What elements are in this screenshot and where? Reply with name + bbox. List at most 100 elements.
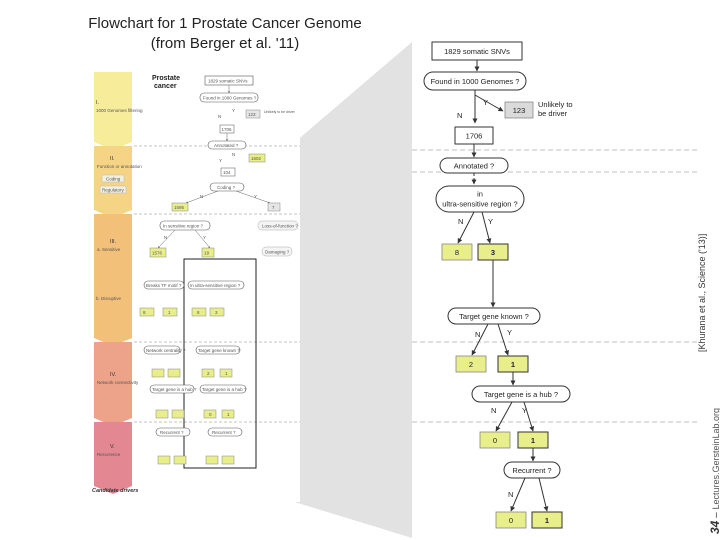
target-hub-node bbox=[471, 385, 571, 403]
large-flowchart: 1829 somatic SNVs Found in 1000 Genomes … bbox=[412, 40, 700, 538]
stage-2-sub: Function or annotation bbox=[97, 164, 142, 169]
small-found: Found in 1000 Genomes ? bbox=[203, 96, 257, 101]
stage-1-label: I. bbox=[96, 100, 100, 106]
small-c19: 19 bbox=[204, 251, 210, 256]
slide-title: Flowchart for 1 Prostate Cancer Genome (… bbox=[60, 14, 390, 54]
recurrent-text: Recurrent ? bbox=[512, 466, 551, 475]
footer-separator: – bbox=[711, 510, 720, 521]
count-0b-box bbox=[495, 511, 527, 529]
slide-title-line1: Flowchart for 1 Prostate Cancer Genome bbox=[88, 15, 362, 32]
annotated-text: Annotated ? bbox=[454, 162, 494, 171]
unlikely-line1: Unlikely to bbox=[538, 100, 573, 109]
prostate-label-1: Prostate bbox=[152, 75, 180, 82]
small-n3: N bbox=[200, 194, 203, 199]
page-footer: 34 – Lectures.GersteinLab.org bbox=[708, 408, 720, 534]
small-c104: 104 bbox=[223, 170, 231, 175]
stage-4-sub: Network connectivity bbox=[97, 380, 139, 385]
count-1c-box bbox=[531, 511, 563, 529]
ultra-text-1: in bbox=[477, 190, 483, 199]
count-0a-box bbox=[479, 431, 511, 449]
small-damaging: Damaging ? bbox=[265, 250, 290, 255]
found-1000g-text: Found in 1000 Genomes ? bbox=[431, 77, 520, 86]
small-c1b: 1 bbox=[225, 371, 228, 376]
count-0b-text: 0 bbox=[509, 516, 513, 525]
count-123-box bbox=[504, 101, 534, 119]
target-known-node bbox=[447, 307, 541, 325]
target-known-text: Target gene known ? bbox=[459, 312, 529, 321]
small-c1706: 1706 bbox=[222, 127, 233, 132]
n-label-4: N bbox=[491, 406, 496, 415]
small-y2: Y bbox=[219, 158, 222, 163]
stage-4-label: IV. bbox=[110, 372, 117, 378]
stage-5-label: V. bbox=[110, 444, 115, 450]
small-c1c: 1 bbox=[227, 412, 230, 417]
credit-text: [Khurana et al., Science ('13)] bbox=[697, 233, 707, 352]
stage-2-label: II. bbox=[110, 156, 115, 162]
small-snvs: 1829 somatic SNVs bbox=[208, 79, 248, 84]
snvs-text: 1829 somatic SNVs bbox=[444, 47, 510, 56]
small-c7: 7 bbox=[272, 205, 275, 210]
small-c1602: 1602 bbox=[251, 156, 262, 161]
n-label-2: N bbox=[458, 217, 463, 226]
y-label-2: Y bbox=[488, 217, 493, 226]
small-coding: Coding ? bbox=[217, 185, 236, 190]
stage-5-sub: Recurrence bbox=[97, 452, 121, 457]
recurrent-node bbox=[503, 461, 561, 479]
count-1a-text: 1 bbox=[511, 360, 515, 369]
small-y4: Y bbox=[203, 235, 206, 240]
small-target-known: Target gene known ? bbox=[198, 348, 240, 353]
footer-site: Lectures.GersteinLab.org bbox=[711, 407, 720, 510]
credit-citation: [Khurana et al., Science ('13)] bbox=[697, 234, 708, 352]
y-label-3: Y bbox=[507, 328, 512, 337]
count-1c-text: 1 bbox=[545, 516, 549, 525]
n-label-3: N bbox=[475, 330, 480, 339]
candidate-drivers: Candidate drivers bbox=[92, 488, 138, 494]
small-y1: Y bbox=[232, 108, 235, 113]
small-in-sensitive: In sensitive region ? bbox=[163, 224, 204, 229]
count-2-text: 2 bbox=[469, 360, 473, 369]
y-label-1: Y bbox=[483, 98, 488, 107]
small-n4: N bbox=[164, 235, 167, 240]
stage-1-sub: 1000 Genomes filtering bbox=[96, 108, 143, 113]
n-label-5: N bbox=[508, 490, 513, 499]
small-n2: N bbox=[232, 152, 235, 157]
stage-3-label: III. bbox=[110, 239, 117, 245]
page-number: 34 bbox=[708, 520, 720, 534]
small-c8b: 8 bbox=[197, 310, 200, 315]
small-recurrent-2: Recurrent ? bbox=[212, 430, 236, 435]
small-flowchart: I. 1000 Genomes filtering II. Function o… bbox=[78, 72, 300, 502]
focus-highlight bbox=[183, 258, 257, 469]
small-c1576: 1576 bbox=[152, 251, 163, 256]
small-annotated: Annotated ? bbox=[214, 143, 239, 148]
small-target-hub-2: Target gene is a hub ? bbox=[202, 387, 247, 392]
small-unlikely: Unlikely to be driver bbox=[264, 110, 296, 114]
count-3-text: 3 bbox=[491, 248, 495, 257]
unlikely-line2: be driver bbox=[538, 109, 568, 118]
zoom-projection bbox=[288, 42, 412, 538]
count-2-box bbox=[455, 355, 487, 373]
y-label-4: Y bbox=[522, 406, 527, 415]
n-label-1: N bbox=[457, 111, 462, 120]
stage-3b-label: b. Disruptive bbox=[96, 296, 122, 301]
count-123-text: 123 bbox=[513, 106, 526, 115]
small-c3: 3 bbox=[215, 310, 218, 315]
count-0a-text: 0 bbox=[493, 436, 497, 445]
count-1b-text: 1 bbox=[531, 436, 535, 445]
stage-3-sub: a. Sensitive bbox=[97, 247, 121, 252]
prostate-label-2: cancer bbox=[154, 83, 177, 90]
small-c2: 2 bbox=[207, 371, 210, 376]
stage-coding: Coding bbox=[106, 177, 121, 182]
small-c1595: 1595 bbox=[174, 205, 185, 210]
small-c8: 8 bbox=[143, 310, 146, 315]
small-network: Network centrality ? bbox=[146, 348, 186, 353]
count-1706-text: 1706 bbox=[466, 132, 483, 141]
stage-regulatory: Regulatory bbox=[102, 188, 125, 193]
target-hub-text: Target gene is a hub ? bbox=[484, 390, 558, 399]
stage-bar bbox=[94, 72, 132, 494]
small-c0: 0 bbox=[209, 412, 212, 417]
count-8-text: 8 bbox=[455, 248, 459, 257]
count-8-box bbox=[441, 243, 473, 261]
small-loss: Loss-of-function ? bbox=[262, 224, 298, 229]
small-breaks: Breaks TF motif ? bbox=[146, 283, 182, 288]
